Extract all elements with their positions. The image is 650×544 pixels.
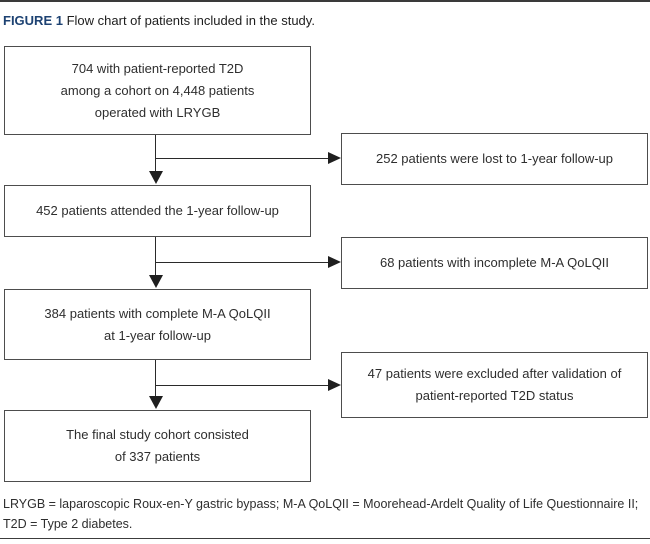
connector-line (155, 158, 329, 159)
flow-box-attended-followup: 452 patients attended the 1-year follow-… (4, 185, 311, 237)
top-rule (0, 0, 650, 2)
arrow-down-icon (149, 275, 163, 288)
flow-box-line: 68 patients with incomplete M-A QoLQII (379, 255, 610, 270)
flow-box-line: 452 patients attended the 1-year follow-… (36, 203, 279, 218)
figure-label: FIGURE 1 (3, 13, 63, 28)
connector-line (155, 360, 156, 398)
arrow-right-icon (328, 379, 341, 391)
flow-box-line: 47 patients were excluded after validati… (367, 366, 622, 381)
connector-line (155, 237, 156, 277)
flow-box-line: patient-reported T2D status (415, 388, 574, 403)
arrow-right-icon (328, 152, 341, 164)
bottom-rule (0, 538, 650, 539)
flow-box-final-cohort: The final study cohort consisted of 337 … (4, 410, 311, 482)
arrow-right-icon (328, 256, 341, 268)
connector-line (155, 262, 329, 263)
flow-box-line: 704 with patient-reported T2D (71, 60, 244, 76)
flow-box-cohort: 704 with patient-reported T2D among a co… (4, 46, 311, 135)
flow-box-complete-qolqii: 384 patients with complete M-A QoLQII at… (4, 289, 311, 360)
flow-box-line: of 337 patients (114, 449, 201, 464)
flow-box-line: at 1-year follow-up (104, 327, 211, 343)
flow-box-line: 252 patients were lost to 1-year follow-… (375, 151, 613, 166)
flow-box-line: among a cohort on 4,448 patients (60, 82, 255, 98)
flow-box-line: The final study cohort consisted (66, 427, 249, 442)
arrow-down-icon (149, 396, 163, 409)
arrow-down-icon (149, 171, 163, 184)
flow-box-line: operated with LRYGB (94, 104, 221, 120)
flow-box-incomplete-qolqii: 68 patients with incomplete M-A QoLQII (341, 237, 648, 289)
connector-line (155, 135, 156, 173)
abbreviations-footnote: LRYGB = laparoscopic Roux-en-Y gastric b… (3, 497, 639, 531)
flow-box-lost-followup: 252 patients were lost to 1-year follow-… (341, 133, 648, 185)
connector-line (155, 385, 329, 386)
figure-caption: Flow chart of patients included in the s… (66, 13, 315, 28)
flow-box-line: 384 patients with complete M-A QoLQII (44, 305, 271, 321)
flow-box-excluded-validation: 47 patients were excluded after validati… (341, 352, 648, 418)
figure-title: FIGURE 1 Flow chart of patients included… (3, 13, 315, 28)
